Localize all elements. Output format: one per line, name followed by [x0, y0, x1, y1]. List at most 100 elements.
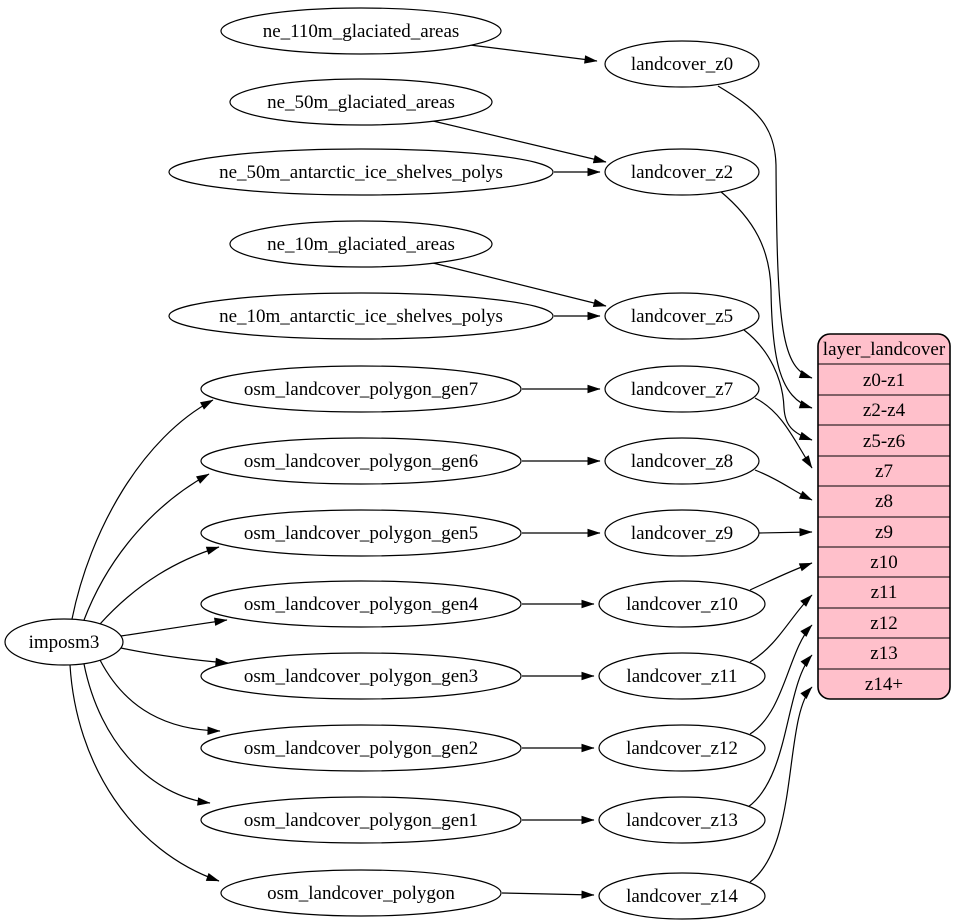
- node-osm-landcover-polygon-gen2-ellipse: [200, 724, 522, 772]
- table-row-z2-z4: z2-z4: [863, 400, 906, 421]
- node-landcover-z11-ellipse: [598, 652, 766, 700]
- node-osm-landcover-polygon-gen2: osm_landcover_polygon_gen2: [200, 724, 522, 772]
- node-ne-110m-glaciated-areas-ellipse: [220, 7, 502, 55]
- node-imposm3: imposm3: [4, 618, 124, 666]
- edge-ne-50m-glaciated-areas-to-landcover-z2: [432, 120, 607, 164]
- edge-imposm3-to-osm-landcover-polygon-gen7: [71, 399, 214, 620]
- node-landcover-z5-ellipse: [604, 292, 760, 340]
- node-ne-50m-glaciated-areas-label: ne_50m_glaciated_areas: [267, 92, 455, 113]
- node-landcover-z14-ellipse: [598, 872, 766, 920]
- node-osm-landcover-polygon-gen5: osm_landcover_polygon_gen5: [200, 509, 522, 557]
- node-ne-50m-antarctic-ice-shelves-polys-label: ne_50m_antarctic_ice_shelves_polys: [219, 162, 503, 183]
- node-ne-50m-antarctic-ice-shelves-polys-ellipse: [168, 148, 554, 196]
- table-row-z10: z10: [870, 552, 897, 573]
- table-row-z0-z1: z0-z1: [863, 370, 905, 391]
- edge-imposm3-to-osm-landcover-polygon-gen4: [120, 617, 228, 637]
- node-landcover-z9-label: landcover_z9: [631, 523, 733, 544]
- node-ne-50m-glaciated-areas: ne_50m_glaciated_areas: [229, 78, 493, 126]
- node-landcover-z14: landcover_z14: [598, 872, 766, 920]
- layer-landcover-table-title: layer_landcover: [823, 339, 946, 360]
- edge-ne-10m-glaciated-areas-to-landcover-z5: [432, 262, 607, 308]
- table-row-z9: z9: [875, 522, 893, 543]
- edge-imposm3-to-osm-landcover-polygon-gen1: [83, 663, 211, 806]
- node-landcover-z11: landcover_z11: [598, 652, 766, 700]
- edge-landcover-z13-to-row-z13: [747, 654, 813, 808]
- edge-ne-110m-glaciated-areas-to-landcover-z0: [469, 44, 598, 64]
- node-ne-10m-antarctic-ice-shelves-polys-label: ne_10m_antarctic_ice_shelves_polys: [219, 306, 503, 327]
- node-osm-landcover-polygon-gen4: osm_landcover_polygon_gen4: [200, 580, 522, 628]
- node-landcover-z8: landcover_z8: [604, 437, 760, 485]
- node-landcover-z0-ellipse: [604, 40, 760, 88]
- node-osm-landcover-polygon-gen7: osm_landcover_polygon_gen7: [200, 365, 522, 413]
- table-row-z5-z6: z5-z6: [863, 431, 905, 452]
- node-landcover-z10: landcover_z10: [598, 580, 766, 628]
- node-imposm3-ellipse: [4, 618, 124, 666]
- node-landcover-z5: landcover_z5: [604, 292, 760, 340]
- node-landcover-z0: landcover_z0: [604, 40, 760, 88]
- node-osm-landcover-polygon-gen7-ellipse: [200, 365, 522, 413]
- edge-landcover-z5-to-row-z5-z6: [743, 329, 813, 441]
- node-landcover-z8-label: landcover_z8: [631, 451, 733, 472]
- node-landcover-z9: landcover_z9: [604, 509, 760, 557]
- node-ne-10m-glaciated-areas: ne_10m_glaciated_areas: [229, 220, 493, 268]
- nodes-layer: imposm3 ne_110m_glaciated_areas ne_50m_g…: [4, 7, 766, 920]
- layer-landcover-table: layer_landcover z0-z1 z2-z4 z5-z6 z7 z8 …: [817, 333, 951, 700]
- node-landcover-z5-label: landcover_z5: [631, 306, 733, 327]
- edges-layer: [69, 44, 813, 899]
- node-landcover-z13-label: landcover_z13: [626, 810, 738, 831]
- node-ne-110m-glaciated-areas-label: ne_110m_glaciated_areas: [263, 21, 460, 42]
- node-osm-landcover-polygon-gen1: osm_landcover_polygon_gen1: [200, 796, 522, 844]
- table-row-z14plus: z14+: [865, 674, 903, 695]
- node-landcover-z12-ellipse: [598, 724, 766, 772]
- node-landcover-z2-label: landcover_z2: [631, 162, 733, 183]
- node-ne-50m-glaciated-areas-ellipse: [229, 78, 493, 126]
- edge-landcover-z9-to-row-z9: [758, 528, 813, 537]
- edge-landcover-z2-to-row-z2-z4: [719, 190, 813, 409]
- node-landcover-z7-ellipse: [604, 365, 760, 413]
- node-landcover-z8-ellipse: [604, 437, 760, 485]
- edge-landcover-z11-to-row-z11: [749, 594, 813, 663]
- node-landcover-z0-label: landcover_z0: [631, 54, 733, 75]
- node-landcover-z2: landcover_z2: [604, 148, 760, 196]
- edge-imposm3-to-osm-landcover-polygon-gen5: [99, 546, 220, 625]
- table-row-z11: z11: [871, 582, 898, 603]
- table-row-z7: z7: [875, 461, 893, 482]
- node-osm-landcover-polygon-gen5-ellipse: [200, 509, 522, 557]
- node-landcover-z13-ellipse: [598, 796, 766, 844]
- node-imposm3-label: imposm3: [29, 632, 100, 653]
- node-osm-landcover-polygon-gen3: osm_landcover_polygon_gen3: [200, 652, 522, 700]
- node-osm-landcover-polygon-gen3-label: osm_landcover_polygon_gen3: [244, 666, 478, 687]
- node-ne-10m-antarctic-ice-shelves-polys: ne_10m_antarctic_ice_shelves_polys: [168, 292, 554, 340]
- node-osm-landcover-polygon-gen6-label: osm_landcover_polygon_gen6: [244, 451, 478, 472]
- node-osm-landcover-polygon-gen1-ellipse: [200, 796, 522, 844]
- table-row-z8: z8: [875, 491, 893, 512]
- edge-landcover-z10-to-row-z10: [749, 562, 813, 591]
- node-landcover-z9-ellipse: [604, 509, 760, 557]
- node-landcover-z10-ellipse: [598, 580, 766, 628]
- node-osm-landcover-polygon-gen2-label: osm_landcover_polygon_gen2: [244, 738, 478, 759]
- edge-osm-landcover-polygon-to-landcover-z14: [501, 890, 595, 899]
- node-ne-10m-glaciated-areas-label: ne_10m_glaciated_areas: [267, 234, 455, 255]
- node-osm-landcover-polygon-gen5-label: osm_landcover_polygon_gen5: [244, 523, 478, 544]
- edge-landcover-z12-to-row-z12: [749, 624, 813, 735]
- node-osm-landcover-polygon: osm_landcover_polygon: [220, 869, 502, 917]
- node-landcover-z14-label: landcover_z14: [626, 886, 738, 907]
- table-row-z13: z13: [870, 643, 897, 664]
- node-landcover-z12: landcover_z12: [598, 724, 766, 772]
- node-ne-110m-glaciated-areas: ne_110m_glaciated_areas: [220, 7, 502, 55]
- node-landcover-z13: landcover_z13: [598, 796, 766, 844]
- edge-landcover-z14-to-row-z14plus: [749, 686, 813, 883]
- node-landcover-z11-label: landcover_z11: [626, 666, 737, 687]
- edge-imposm3-to-osm-landcover-polygon-gen6: [83, 473, 210, 621]
- node-osm-landcover-polygon-gen4-label: osm_landcover_polygon_gen4: [244, 594, 479, 615]
- node-osm-landcover-polygon-gen7-label: osm_landcover_polygon_gen7: [244, 379, 478, 400]
- table-row-z12: z12: [870, 613, 897, 634]
- edge-landcover-z8-to-row-z8: [754, 469, 813, 501]
- node-ne-50m-antarctic-ice-shelves-polys: ne_50m_antarctic_ice_shelves_polys: [168, 148, 554, 196]
- node-osm-landcover-polygon-gen6-ellipse: [200, 437, 522, 485]
- node-landcover-z7: landcover_z7: [604, 365, 760, 413]
- node-landcover-z7-label: landcover_z7: [631, 379, 733, 400]
- node-osm-landcover-polygon-label: osm_landcover_polygon: [267, 883, 455, 904]
